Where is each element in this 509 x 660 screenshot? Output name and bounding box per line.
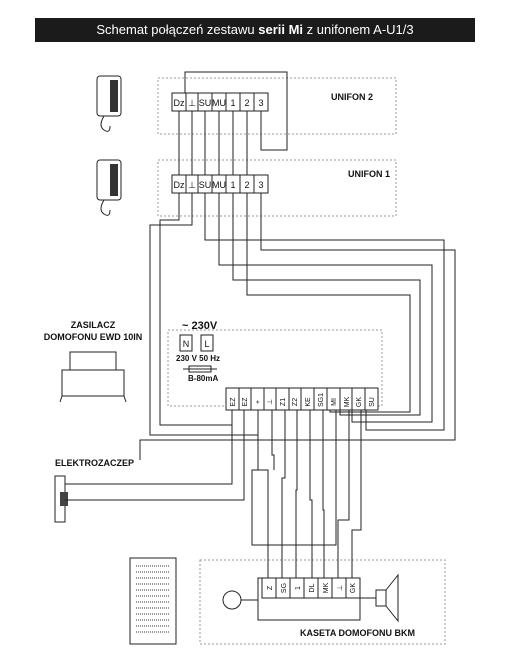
neutral-terminal	[179, 334, 193, 352]
title-suffix: z unifonem A-U1/3	[306, 22, 414, 37]
panel-pin-gk: GK	[350, 583, 357, 593]
handset-1-icon	[96, 159, 122, 216]
panel-pin-ground: ⊥	[337, 585, 344, 591]
u2-pin-ground: ⊥	[188, 98, 196, 108]
unifon2-terminal-strip: Dz ⊥ SU MU 1 2 3	[171, 92, 269, 112]
ctl-pin-mk: MK	[344, 396, 351, 407]
panel-label: KASETA DOMOFONU BKM	[300, 628, 415, 638]
u1-pin-2: 2	[244, 180, 249, 190]
panel-pin-sg: SG	[281, 583, 288, 593]
u2-pin-2: 2	[244, 98, 249, 108]
ctl-pin-mi: MI	[331, 398, 338, 406]
electric-strike-icon	[54, 475, 68, 523]
live-label: L	[204, 339, 209, 349]
neutral-label: N	[183, 339, 190, 349]
unifon1-label: UNIFON 1	[348, 169, 390, 179]
ctl-pin-su: SU	[369, 397, 376, 407]
u2-pin-su: SU	[199, 98, 212, 108]
ctl-pin-plus: +	[255, 400, 262, 404]
ctl-pin-ke: KE	[305, 397, 312, 407]
ctl-pin-sg1: SG1	[318, 393, 325, 407]
supply-label-line2: DOMOFONU EWD 10IN	[44, 332, 143, 342]
power-rating: 230 V 50 Hz	[176, 354, 220, 363]
fuse-rating: B-80mA	[188, 374, 218, 383]
ctl-pin-z2: Z2	[292, 398, 299, 406]
door-panel-icon	[129, 557, 177, 645]
u1-pin-su: SU	[199, 180, 212, 190]
unifon2-box	[157, 77, 397, 135]
handset-2-icon	[96, 75, 122, 132]
u2-pin-mu: MU	[212, 98, 226, 108]
diagram-title: Schemat połączeń zestawu serii Mi z unif…	[35, 18, 475, 42]
unifon1-box	[157, 159, 397, 217]
panel-pin-mk: MK	[323, 582, 330, 593]
ctl-pin-z1: Z1	[280, 398, 287, 406]
power-supply-icon	[59, 351, 127, 403]
u2-pin-dz: Dz	[174, 98, 185, 108]
u1-pin-3: 3	[258, 180, 263, 190]
panel-wires	[251, 410, 362, 578]
u2-pin-1: 1	[230, 98, 235, 108]
title-prefix: Schemat połączeń zestawu	[96, 22, 255, 37]
power-voltage: ~ 230V	[182, 320, 218, 332]
panel-terminal-strip: Z SG 1 DL MK ⊥ GK	[261, 577, 361, 599]
u1-pin-dz: Dz	[174, 180, 185, 190]
panel-box	[199, 559, 446, 645]
speaker-icon	[360, 573, 399, 623]
u1-pin-mu: MU	[212, 180, 226, 190]
live-terminal	[200, 334, 214, 352]
ctl-pin-ez2: EZ	[242, 397, 249, 407]
riser-wires	[139, 193, 456, 460]
control-terminal-strip: EZ EZ + ⊥ Z1 Z2 KE SG1 MI MK GK SU	[225, 387, 379, 411]
unifon-bus-wires	[178, 71, 288, 175]
u1-pin-ground: ⊥	[188, 180, 196, 190]
u1-pin-1: 1	[230, 180, 235, 190]
unifon2-label: UNIFON 2	[331, 92, 373, 102]
ctl-pin-ground: ⊥	[267, 399, 274, 405]
ctl-pin-ez1: EZ	[230, 397, 237, 407]
panel-pin-z: Z	[267, 585, 274, 590]
u2-pin-3: 3	[258, 98, 263, 108]
microphone-icon	[222, 590, 258, 610]
panel-pin-dl: DL	[309, 583, 316, 592]
supply-label-line1: ZASILACZ	[71, 320, 116, 330]
title-bold: serii Mi	[258, 22, 304, 37]
lock-wires	[65, 410, 245, 501]
unifon1-terminal-strip: Dz ⊥ SU MU 1 2 3	[171, 174, 269, 194]
lock-label: ELEKTROZACZEP	[55, 458, 134, 468]
ctl-pin-gk: GK	[356, 397, 363, 407]
panel-pin-1: 1	[295, 586, 302, 590]
